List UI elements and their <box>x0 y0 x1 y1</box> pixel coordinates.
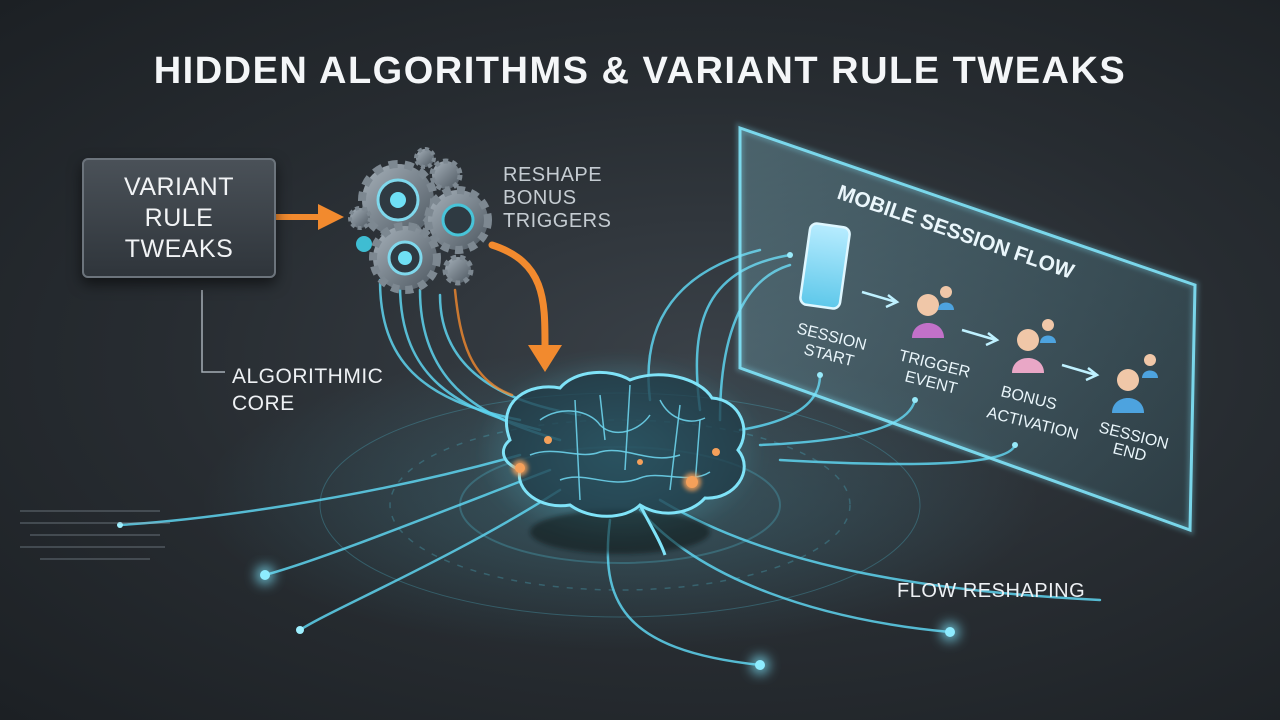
person-bonus-icon <box>1012 319 1056 373</box>
algorithmic-core-label: ALGORITHMIC CORE <box>232 363 383 417</box>
binary-dot-field <box>20 510 170 560</box>
smartphone-icon <box>799 222 851 310</box>
mobile-session-panel: MOBILE SESSION FLOW SESSION START TRIGGE… <box>736 122 1200 536</box>
flow-reshaping-label: FLOW RESHAPING <box>897 580 1086 602</box>
gear-small-right <box>348 206 474 286</box>
brain-core <box>475 355 765 556</box>
core-label-line: CORE <box>232 392 295 415</box>
flow-arrow-3 <box>1061 363 1100 382</box>
trace-glows <box>256 566 959 674</box>
rule-box-line: TWEAKS <box>124 234 234 263</box>
gear-large-center <box>424 186 492 254</box>
variant-rule-tweaks-label: VARIANT RULE TWEAKS <box>124 172 234 265</box>
flow-arrow-1 <box>861 290 900 309</box>
reshape-label-line: RESHAPE <box>503 164 603 186</box>
brain-outline <box>501 370 746 518</box>
page-title: HIDDEN ALGORITHMS & VARIANT RULE TWEAKS <box>153 50 1127 92</box>
person-trigger-icon <box>912 286 954 338</box>
gears-cluster <box>348 147 492 294</box>
reshape-label-line: BONUS <box>503 187 577 209</box>
flow-arrow-2 <box>961 328 1000 347</box>
variant-rule-tweaks-box: VARIANT RULE TWEAKS <box>82 158 276 278</box>
rule-box-line: RULE <box>144 203 214 232</box>
arrow-gears-to-brain <box>453 241 562 397</box>
gear-bottom-left <box>369 222 441 294</box>
person-end-icon <box>1112 354 1158 413</box>
reshape-label-line: TRIGGERS <box>503 210 612 232</box>
gear-small-top <box>414 147 463 192</box>
brain-stem <box>638 504 667 556</box>
core-label-line: ALGORITHMIC <box>232 365 384 388</box>
rule-box-line: VARIANT <box>124 172 234 201</box>
core-label-connector <box>201 290 225 373</box>
reshape-bonus-triggers-label: RESHAPE BONUS TRIGGERS <box>503 164 611 233</box>
